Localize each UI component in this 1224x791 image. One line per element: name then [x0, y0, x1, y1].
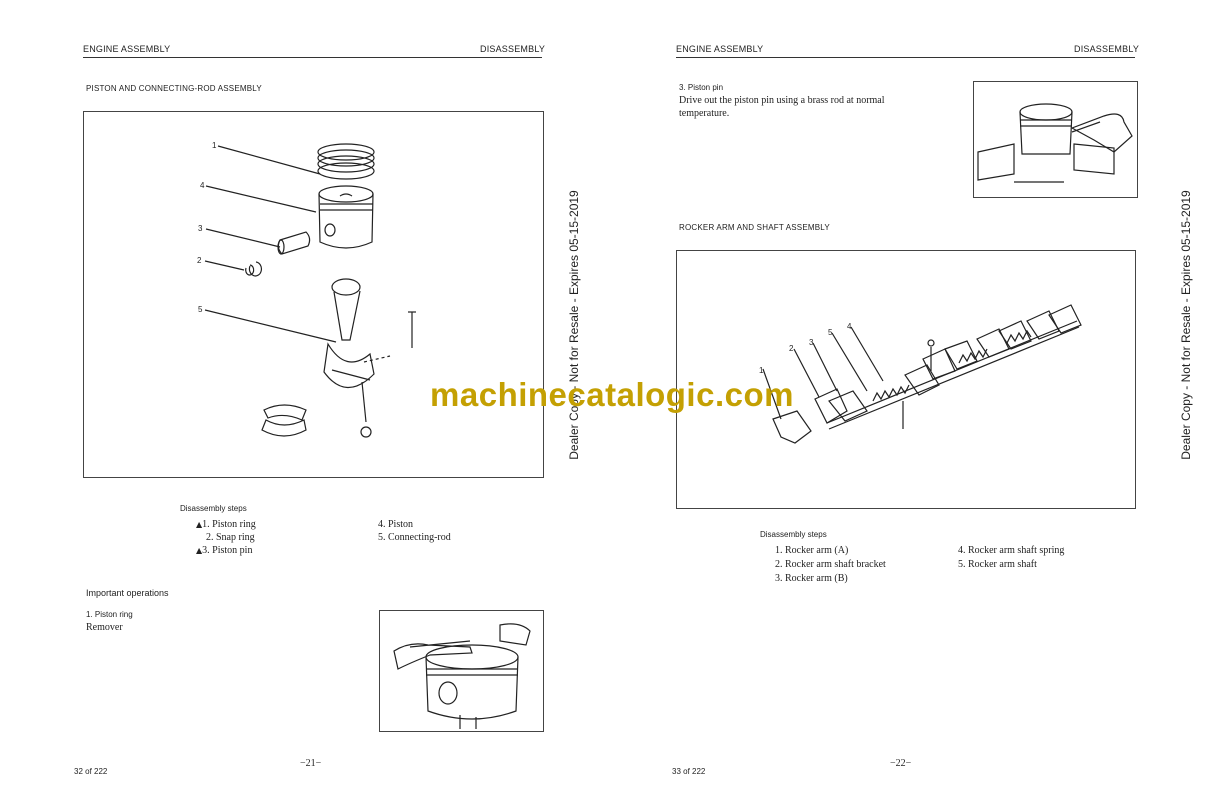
left-steps-title: Disassembly steps	[180, 504, 247, 513]
left-header-rule	[83, 57, 542, 58]
important-operations-title: Important operations	[86, 588, 169, 598]
piston-callout-1: 1	[212, 141, 217, 150]
dealer-notice-right: Dealer Copy - Not for Resale - Expires 0…	[1179, 190, 1193, 460]
rocker-callout-2: 2	[789, 344, 794, 353]
left-page: ENGINE ASSEMBLY DISASSEMBLY PISTON AND C…	[74, 44, 546, 776]
left-step-2: 2. Snap ring	[196, 532, 255, 543]
watermark: machinecatalogic.com	[430, 376, 794, 413]
left-page-number: −21−	[300, 758, 322, 769]
right-page: ENGINE ASSEMBLY DISASSEMBLY 3. Piston pi…	[612, 0, 1224, 791]
right-op-text-line1: Drive out the piston pin using a brass r…	[679, 95, 885, 106]
rocker-arm-exploded-drawing: 1 2 3 5 4	[759, 304, 1082, 444]
right-step-5: 5. Rocker arm shaft	[958, 559, 1037, 570]
required-operation-marker: ▲	[196, 546, 203, 555]
right-header-chapter: DISASSEMBLY	[1074, 44, 1140, 54]
left-step-5: 5. Connecting-rod	[378, 532, 451, 543]
right-step-2: 2. Rocker arm shaft bracket	[775, 559, 886, 570]
right-header-section: ENGINE ASSEMBLY	[676, 44, 764, 54]
right-header-rule	[676, 57, 1135, 58]
right-page-count: 33 of 222	[672, 767, 706, 776]
left-step-3: ▲3. Piston pin	[196, 545, 252, 556]
right-op-text-line2: temperature.	[679, 108, 730, 119]
rocker-arm-assembly-diagram: 1 2 3 5 4	[676, 250, 1136, 509]
required-operation-marker: ▲	[196, 520, 203, 529]
piston-ring-remover-figure	[379, 610, 544, 732]
right-step-3: 3. Rocker arm (B)	[775, 573, 848, 584]
left-op-title: 1. Piston ring	[86, 610, 133, 619]
ring-remover-drawing	[393, 623, 531, 729]
left-header-chapter: DISASSEMBLY	[480, 44, 546, 54]
right-steps-title: Disassembly steps	[760, 530, 827, 539]
piston-callout-2: 2	[197, 256, 202, 265]
rocker-callout-3: 3	[809, 338, 814, 347]
right-page-number: −22−	[890, 758, 912, 769]
piston-callout-3: 3	[198, 224, 203, 233]
left-header-section: ENGINE ASSEMBLY	[83, 44, 171, 54]
right-step-4: 4. Rocker arm shaft spring	[958, 545, 1065, 556]
piston-assembly-diagram: 1 4 3 2 5	[83, 111, 544, 478]
rocker-callout-5: 5	[828, 328, 833, 337]
left-page-count: 32 of 222	[74, 767, 108, 776]
piston-exploded-drawing: 1 4 3 2 5	[197, 141, 416, 438]
step-text: 2. Snap ring	[206, 532, 255, 543]
step-text: 1. Piston ring	[202, 519, 256, 530]
step-text: 3. Piston pin	[202, 545, 253, 556]
left-step-4: 4. Piston	[378, 519, 414, 530]
piston-pin-figure	[973, 81, 1138, 198]
piston-callout-5: 5	[198, 305, 203, 314]
rocker-callout-4: 4	[847, 322, 852, 331]
rocker-callout-1: 1	[759, 366, 764, 375]
dealer-notice-left: Dealer Copy - Not for Resale - Expires 0…	[567, 190, 581, 460]
right-op-title: 3. Piston pin	[679, 83, 724, 92]
left-section-title: PISTON AND CONNECTING-ROD ASSEMBLY	[86, 84, 262, 93]
right-section-title: ROCKER ARM AND SHAFT ASSEMBLY	[679, 223, 830, 232]
piston-callout-4: 4	[200, 181, 205, 190]
left-op-text: Remover	[86, 622, 123, 633]
right-step-1: 1. Rocker arm (A)	[775, 545, 849, 556]
piston-pin-drawing	[977, 103, 1133, 183]
left-step-1: ▲1. Piston ring	[196, 519, 256, 530]
